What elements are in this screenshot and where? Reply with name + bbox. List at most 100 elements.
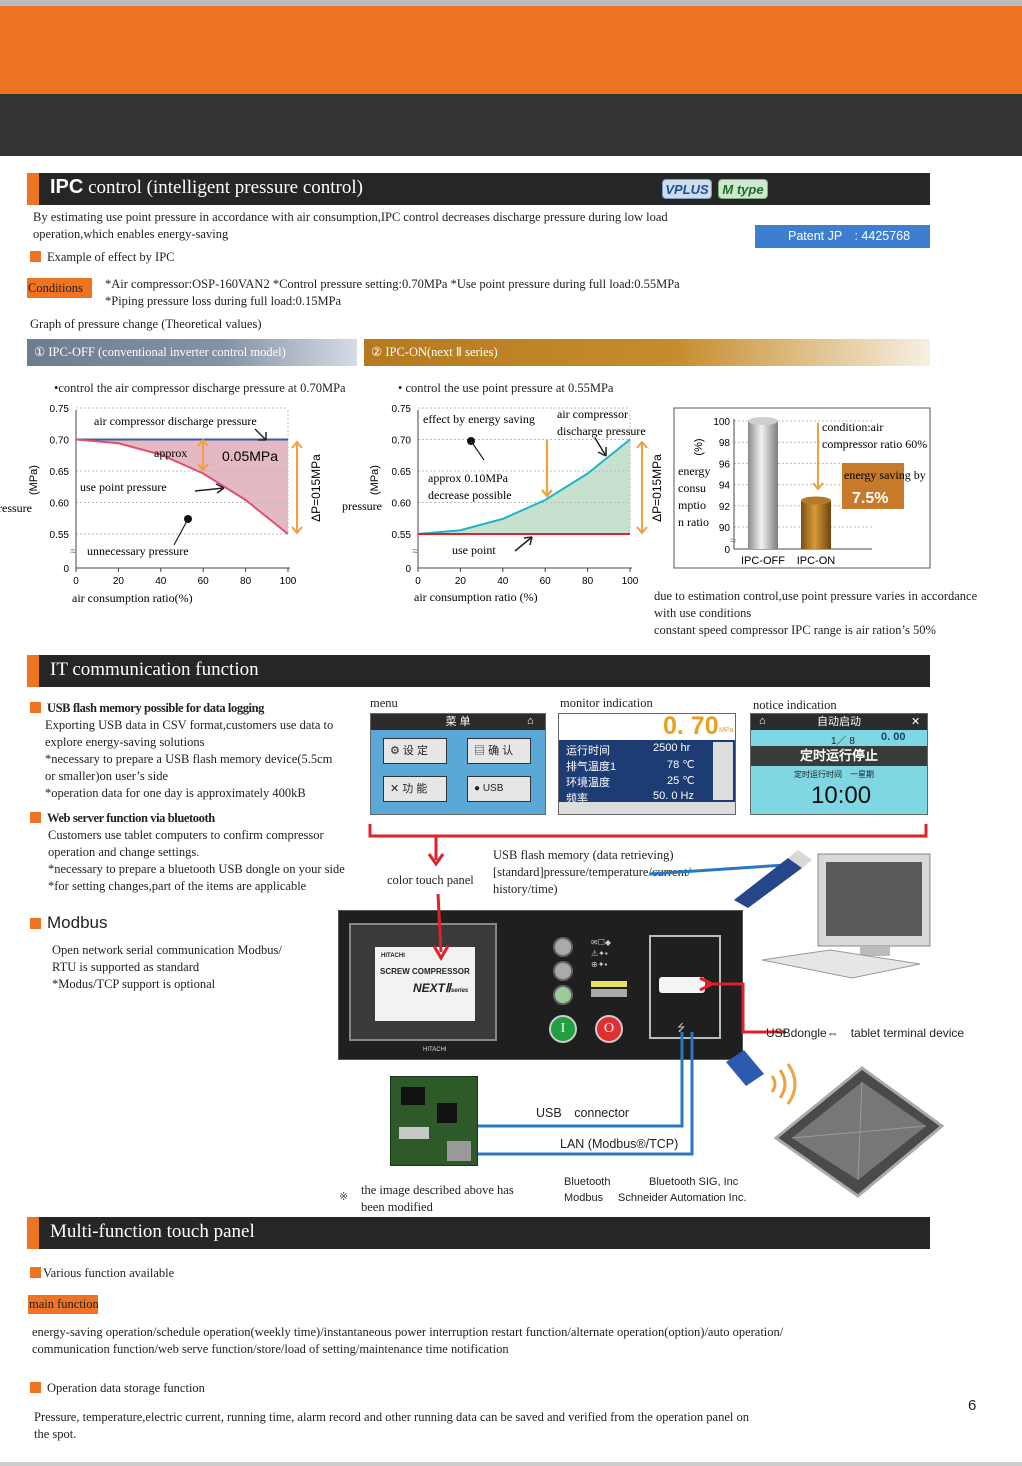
y-tick-label: 0 [724,545,730,556]
c3-pct-label: (%) [693,438,705,455]
usb-dongle-line [705,982,786,1034]
menu-screen: 菜 单 ⌂ ⚙ 设 定 ▤ 确 认 ✕ 功 能 ● USB [370,713,546,815]
saving-arrow-icon [812,423,824,491]
y-tick-label: 90 [719,523,731,534]
controller-panel: HITACHI SCREW COMPRESSOR NEXTⅡseries I O… [338,910,743,1060]
tab-ipc-on: ② IPC-ON(next Ⅱ series) [364,339,930,366]
mtype-badge: M type [718,179,768,199]
ipc-description-line2: operation,which enables energy-saving [33,227,229,241]
menu-btn-label: USB [482,783,504,794]
usb-retrieve-line1: USB flash memory (data retrieving) [493,848,674,862]
home-icon: ⌂ [527,715,534,727]
wave-icon [770,1075,777,1093]
usb-icon: ● [474,783,483,794]
conditions-line1: *Air compressor:OSP-160VAN2 *Control pre… [105,277,680,291]
bar-label-ipc-on: IPC-ON [797,555,836,567]
x-tick-label: 0 [73,576,79,587]
bluetooth-owner: Bluetooth SIG, Inc [649,1176,739,1188]
axis-break-icon: ≈ [412,544,419,558]
modbus-line2: RTU is supported as standard [52,960,200,974]
c1-dp-label: ΔP=015MPa [309,454,323,522]
axis-break-icon: ≈ [70,544,77,558]
bluetooth-trademark: Bluetooth [564,1176,611,1188]
usb-drive-body [734,858,802,908]
section-accent [27,655,39,687]
axis-break-icon: ≈ [730,535,736,547]
x-tick-label: 40 [497,576,509,587]
bluetooth-dongle-image [726,1050,797,1105]
orange-square-icon [30,812,41,823]
menu-btn-label: 确 认 [488,745,514,757]
c1-use-point-label: use point pressure [80,480,167,494]
orange-square-icon [30,1382,41,1393]
c2-effect-label: effect by energy saving [423,412,535,426]
various-text: Various function available [43,1266,175,1280]
modbus-trademark: Modbus [564,1192,604,1204]
monitor-screen: 0. 70 MPa 运行时间 2500 hr 排气温度1 78 ℃ 环境温度 2… [558,712,736,815]
tablet-screen [792,1082,926,1180]
monitor-row2-value: 78 ℃ [667,759,695,771]
c3-cond-1: condition:air [822,420,883,434]
monitor-top-band [559,714,735,740]
top-rule [0,0,1022,6]
usb-retrieve-line2: [standard]pressure/temperature/current/ [493,865,691,879]
notice-value: 0. 00 [881,731,906,743]
c3-cond-2: compressor ratio 60% [822,437,927,451]
arrow-icon [194,483,225,494]
panel-bracket [368,824,928,838]
note-mark: ※ [339,1191,349,1203]
monitor-row1-label: 运行时间 [566,745,610,757]
usb-drive-connector [788,850,812,868]
monitor-pressure-value: 0. 70 [663,712,719,740]
bar-ipc-off [748,421,778,549]
y-tick-label: 96 [719,459,731,470]
section-accent [27,1217,39,1249]
display-next: NEXTⅡseries [413,981,468,995]
approx-arrow-icon [197,438,209,472]
notice-title: 自动启动 [751,714,927,730]
pointer-line [470,440,485,461]
connection-lines-top [368,824,928,867]
notice-subtext: 定时运行时间 一星期 [794,770,874,779]
x-tick-label: 20 [455,576,467,587]
y-tick-label: 94 [719,481,731,492]
vplus-badge: VPLUS [662,179,712,199]
monitor-stand [860,946,890,956]
monitor-scroll-bar [713,742,733,800]
y-tick-label: 0.75 [392,404,412,415]
connector [399,1127,429,1139]
color-touch-panel-label: color touch panel [387,873,474,887]
start-button: I [549,1015,577,1043]
conditions-line2: *Piping pressure loss during full load:0… [105,294,342,308]
web-line3: *necessary to prepare a bluetooth USB do… [48,862,345,876]
saving-box [842,463,904,509]
home-icon: ⌂ [759,715,766,727]
notice-time: 10:00 [811,782,872,809]
monitor-row2-label: 排气温度1 [566,761,617,773]
display-next-text: NEXTⅡ [413,981,451,995]
arrow-icon [254,428,267,441]
lan-label: LAN (Modbus®/TCP) [560,1137,679,1151]
c2-use-point-label: use point [452,543,496,557]
series-discharge-curve [417,438,631,535]
modbus-line1: Open network serial communication Modbus… [52,943,282,957]
arrow-icon [594,437,607,457]
c2-discharge-label-2: discharge pressure [557,424,646,438]
y-tick-label: 0 [405,564,411,575]
y-tick-label: 0.60 [50,499,70,510]
tab-ipc-off: ① IPC-OFF (conventional inverter control… [27,339,357,366]
indicator-bar [591,981,627,987]
y-tick-label: 0.65 [392,467,412,478]
note-line3: constant speed compressor IPC range is a… [654,623,936,637]
storage-heading-text: Operation data storage function [47,1381,205,1395]
y-tick-label: 100 [713,417,730,428]
bar-cap [801,496,831,505]
section-accent [27,173,39,205]
pointer-line [173,518,189,546]
page-number: 6 [968,1397,977,1414]
x-tick-label: 100 [622,576,639,587]
conditions-label: Conditions [27,278,92,298]
series-use-point-line [75,438,289,535]
y-tick-label: 0.70 [50,436,70,447]
usb-stick-image [659,977,705,993]
